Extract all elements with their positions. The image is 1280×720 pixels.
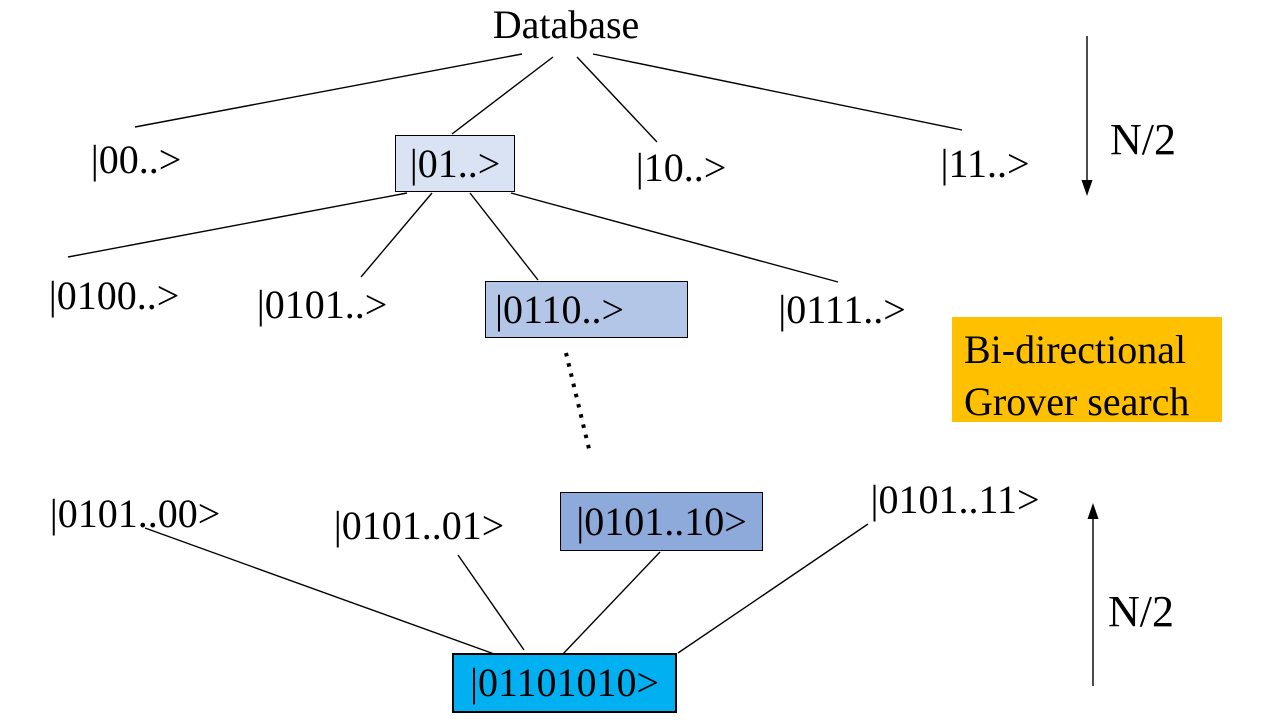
- node-01-highlighted: |01..>: [395, 135, 515, 192]
- callout-line-2: Grover search: [964, 379, 1190, 424]
- dotted-ellipsis-edge: [564, 352, 592, 454]
- bottom-arrow-label: N/2: [1108, 587, 1174, 636]
- node-11: |11..>: [940, 141, 1030, 186]
- arrow-up-icon: [1087, 503, 1099, 686]
- edges-level1-to-level2: [67, 192, 839, 283]
- node-0100: |0100..>: [48, 273, 180, 318]
- node-0101-00: |0101..00>: [49, 491, 221, 536]
- node-10: |10..>: [635, 145, 727, 190]
- node-00: |00..>: [90, 137, 182, 182]
- node-0111: |0111..>: [778, 287, 906, 332]
- edges-level3-to-result: [144, 523, 869, 656]
- node-0101-01: |0101..01>: [333, 503, 505, 548]
- node-0101: |0101..>: [256, 282, 388, 327]
- arrow-down-icon: [1081, 36, 1093, 196]
- bidirectional-grover-callout: Bi-directional Grover search: [952, 317, 1222, 424]
- edges-root-to-level1: [134, 53, 963, 143]
- node-0101-11: |0101..11>: [870, 477, 1040, 522]
- callout-line-1: Bi-directional: [964, 327, 1187, 372]
- top-arrow-label: N/2: [1110, 115, 1176, 164]
- node-result-01101010: |01101010>: [452, 653, 677, 713]
- node-database: Database: [492, 2, 640, 47]
- node-0101-10-highlighted: |0101..10>: [560, 492, 763, 551]
- node-0110-highlighted: |0110..>: [485, 281, 688, 338]
